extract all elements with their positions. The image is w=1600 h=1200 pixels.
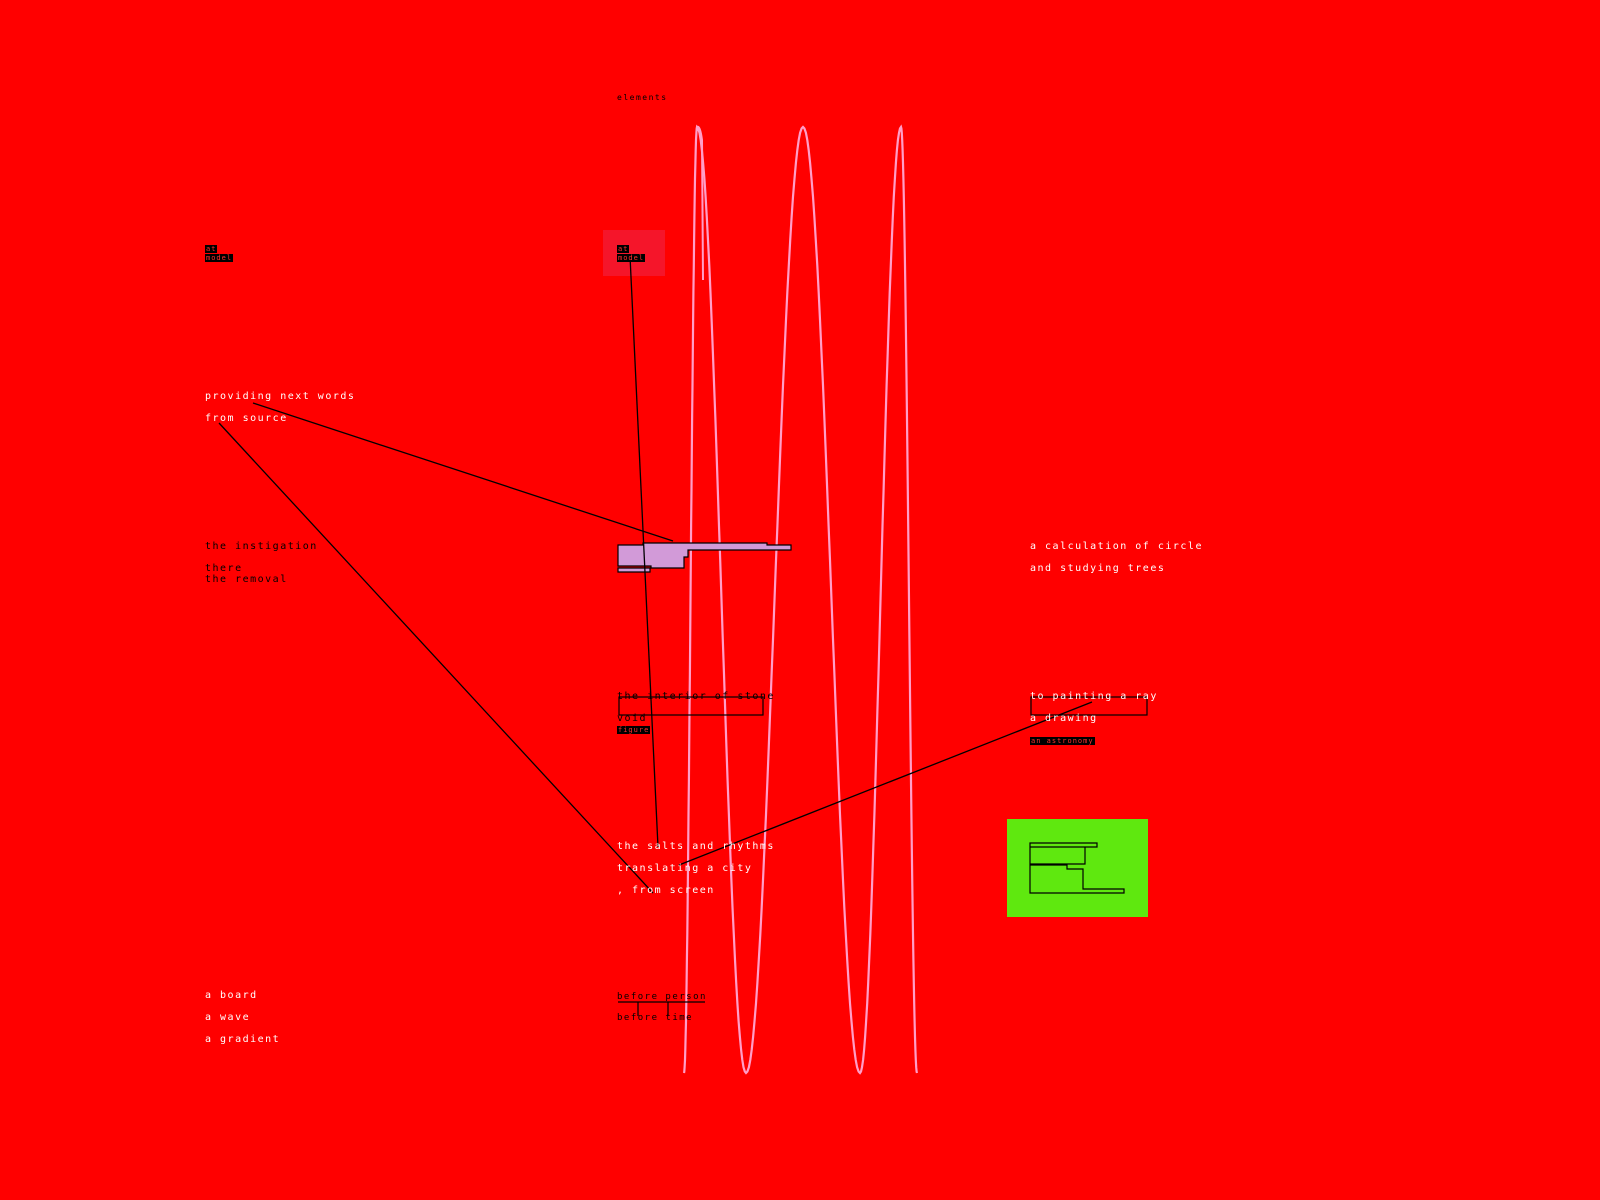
text-from-screen: , from screen [617, 885, 715, 896]
text-there: there [205, 563, 243, 574]
text-salts: the salts and rhythms [617, 841, 775, 852]
text-studying-trees: and studying trees [1030, 563, 1166, 574]
sine-wave [682, 124, 919, 1075]
label-center-small-2: model [617, 254, 646, 262]
label-center-small-1: at [617, 245, 630, 253]
green-panel [1007, 819, 1148, 917]
label-left-small-2: model [205, 254, 234, 262]
connector-line [252, 402, 674, 542]
highlight-box [603, 230, 665, 276]
connector-line [218, 422, 654, 894]
text-void: void [617, 713, 648, 724]
text-from-source: from source [205, 413, 288, 424]
before-bracket [618, 1001, 705, 1016]
text-figure: figure [617, 726, 651, 734]
text-gradient: a gradient [205, 1034, 281, 1045]
text-removal: the removal [205, 574, 288, 585]
text-translating: translating a city [617, 863, 753, 874]
text-board: a board [205, 990, 258, 1001]
text-instigation: the instigation [205, 541, 318, 552]
interior-box [618, 696, 764, 716]
text-before-person: before person [617, 992, 707, 1002]
sine-wave-stub [696, 125, 704, 281]
text-interior: the interior of stone [617, 691, 775, 702]
painting-box [1030, 696, 1148, 716]
text-painting: to painting a ray [1030, 691, 1158, 702]
text-providing: providing next words [205, 391, 356, 402]
label-left-small-1: at [205, 245, 218, 253]
connector-line [678, 701, 1093, 866]
text-wave: a wave [205, 1012, 251, 1023]
text-before-time: before time [617, 1013, 694, 1023]
connector-line [629, 255, 659, 848]
text-drawing: a drawing [1030, 713, 1098, 724]
text-astronomy: an astronomy [1030, 737, 1095, 745]
text-calculation: a calculation of circle [1030, 541, 1203, 552]
green-panel-glyph [1029, 842, 1125, 894]
lilac-shape [617, 542, 792, 573]
label-top: elements [617, 93, 668, 102]
